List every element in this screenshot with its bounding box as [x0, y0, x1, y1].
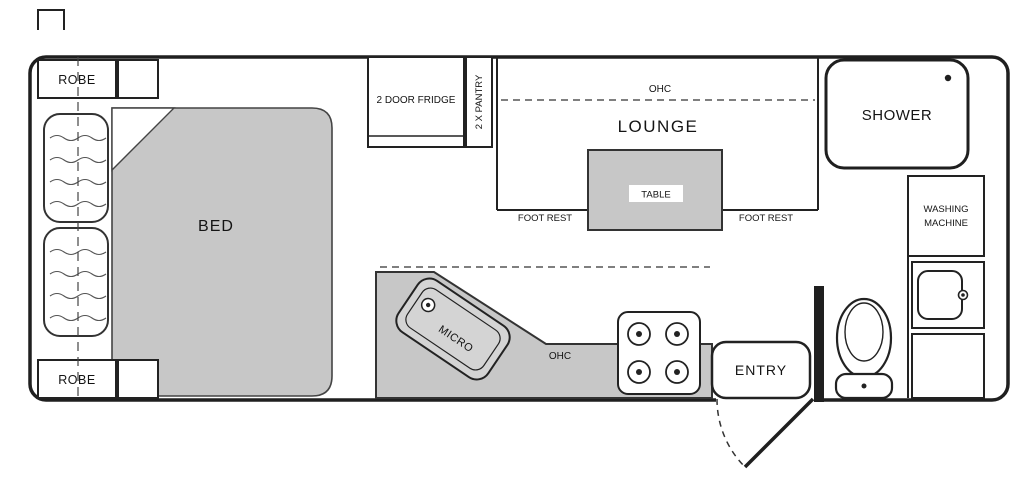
table-label: TABLE: [641, 190, 670, 201]
tap-dot-icon: [425, 302, 431, 308]
pillow-outline: [43, 113, 109, 223]
pillow-quilt-line: [49, 292, 107, 300]
kitchen-ohc-label: OHC: [549, 351, 571, 362]
burner-icon: [665, 360, 689, 384]
shower-label: SHOWER: [862, 107, 933, 124]
door-swing-arc: [716, 398, 746, 468]
robe-bottom: [37, 359, 117, 399]
robe-bottom-label: ROBE: [58, 373, 95, 387]
washing-machine: [907, 175, 985, 257]
entry-step: [710, 340, 812, 400]
shower: [824, 58, 970, 170]
toilet: [834, 297, 894, 400]
washing-machine-label-line2: MACHINE: [924, 218, 968, 229]
fridge: [367, 56, 465, 148]
pillow-quilt-line: [49, 200, 107, 208]
vanity-tap-dot-icon: [961, 293, 965, 297]
table-label-bg: [629, 185, 683, 202]
cooktop: [617, 311, 701, 395]
toilet-button-icon: [861, 383, 867, 389]
burner-icon: [665, 322, 689, 346]
washing-machine-label-line1: WASHING: [923, 204, 968, 215]
pillow-quilt-line: [49, 156, 107, 164]
sink-inner-bowl: [405, 287, 501, 371]
sink-micro-unit: MICRO: [395, 277, 511, 381]
burner-dot-icon: [674, 331, 680, 337]
bedside-cabinet-bottom: [117, 359, 159, 399]
toilet-seat: [844, 302, 884, 362]
shower-drain-icon: [944, 74, 952, 82]
robe-top-label: ROBE: [58, 73, 95, 87]
pantry-label: 2 X PANTRY: [474, 74, 485, 129]
hitch-marker: [37, 9, 65, 30]
lounge-ohc-label: OHC: [649, 84, 671, 95]
burner-dot-icon: [636, 369, 642, 375]
cooktop-outline: [617, 311, 701, 395]
bedside-cabinet-top: [117, 59, 159, 99]
burner-dot-icon: [674, 369, 680, 375]
burner-icon: [627, 322, 651, 346]
pantry: [465, 56, 493, 148]
pillow-outline: [43, 227, 109, 337]
entry-label: ENTRY: [735, 362, 787, 378]
foot-rest-right-label: FOOT REST: [739, 213, 793, 224]
foot-rest-left-label: FOOT REST: [518, 213, 572, 224]
lounge-label: LOUNGE: [618, 117, 699, 136]
robe-top: [37, 59, 117, 99]
bathroom-cabinet: [911, 333, 985, 399]
door-leaf: [743, 397, 815, 469]
pillow-bottom: [43, 227, 109, 337]
vanity-basin: [917, 270, 963, 320]
burner-dot-icon: [636, 331, 642, 337]
bed: [111, 107, 333, 397]
entry-wall-stub: [814, 286, 824, 402]
fridge-label: 2 DOOR FRIDGE: [377, 95, 456, 106]
burner-icon: [627, 360, 651, 384]
vanity: [911, 261, 985, 329]
pillow-top: [43, 113, 109, 223]
bed-sheet-fold: [111, 107, 176, 172]
bed-label: BED: [198, 218, 234, 235]
